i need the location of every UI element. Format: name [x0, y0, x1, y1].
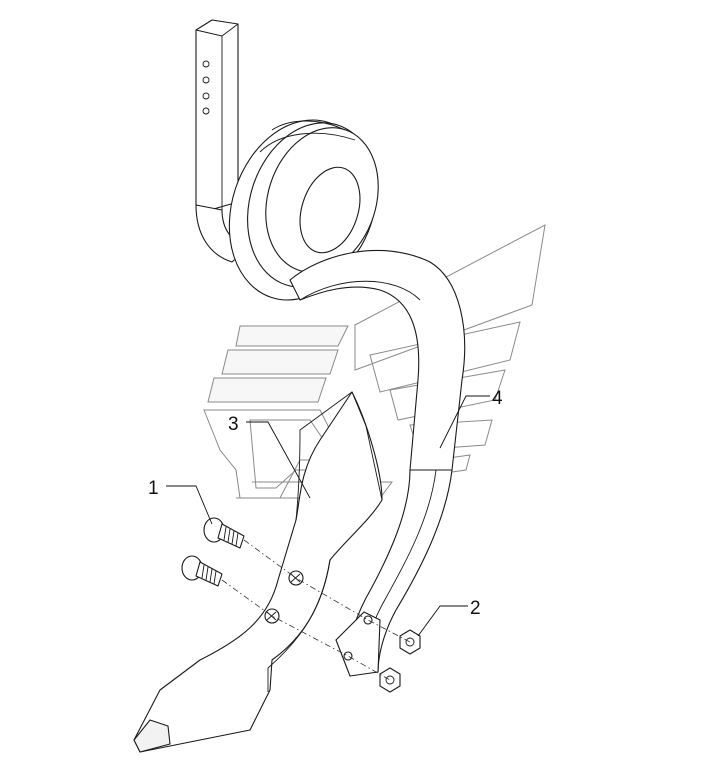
share-blade: [133, 391, 383, 753]
nut-lower: [379, 667, 401, 693]
spring-shank: [195, 19, 466, 677]
callout-label-3: 3: [228, 414, 239, 435]
watermark-logo: [203, 224, 546, 499]
leader-lines: [166, 395, 490, 637]
nut-upper: [399, 629, 421, 655]
bolt-upper: [203, 517, 245, 549]
alignment-lines: [221, 539, 411, 681]
callout-label-1: 1: [148, 478, 159, 499]
callout-label-4: 4: [492, 388, 503, 409]
callout-label-2: 2: [470, 598, 481, 619]
bolt-lower: [181, 555, 223, 587]
